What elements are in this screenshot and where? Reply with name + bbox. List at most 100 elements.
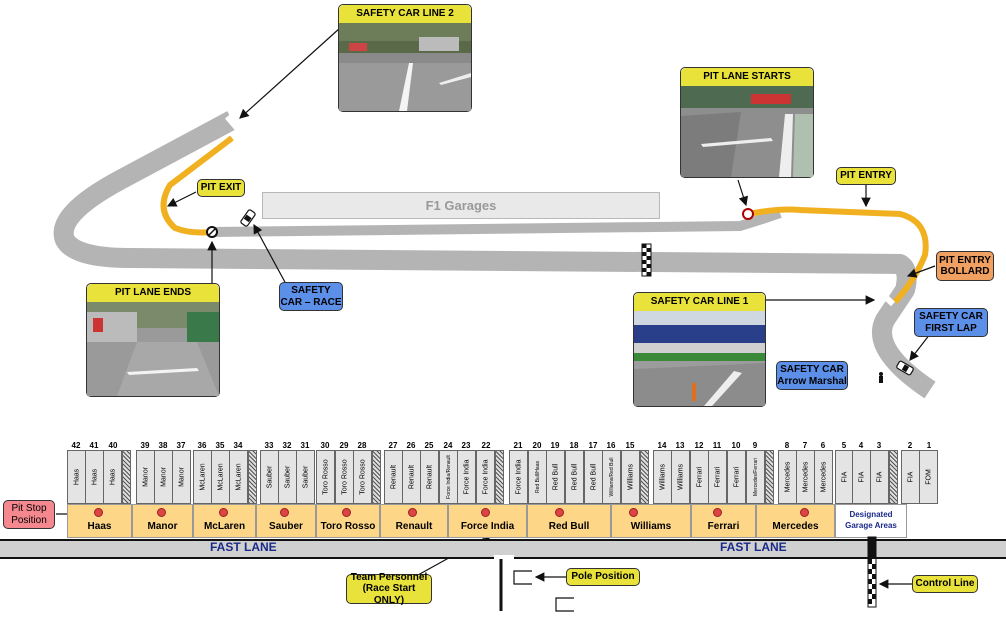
garage-number: 37 <box>176 441 186 450</box>
safety-car-line-1-marker <box>877 289 896 307</box>
team-name: Force India <box>460 521 515 532</box>
pit-stop-position-callout: Pit Stop Position <box>3 500 55 529</box>
garage-number: 33 <box>264 441 274 450</box>
garage-cell: Williams/Red Bull <box>602 450 621 504</box>
safety-car-line-2-photo <box>339 23 471 111</box>
team-name: Manor <box>147 521 178 532</box>
garage-cell: Renault <box>420 450 439 504</box>
team-mclaren: McLaren <box>193 504 256 538</box>
garage-number: 2 <box>907 441 913 450</box>
garage-number: 8 <box>784 441 790 450</box>
garage-number: 6 <box>820 441 826 450</box>
finish-line-checker <box>641 243 652 277</box>
garage-divider <box>640 450 649 504</box>
team-force-india: Force India <box>448 504 527 538</box>
garage-number: 7 <box>802 441 808 450</box>
garage-number: 24 <box>443 441 453 450</box>
garage-cell: Force India <box>509 450 528 504</box>
pit-lane-ends-card: PIT LANE ENDS <box>86 283 220 397</box>
garage-number: 39 <box>140 441 150 450</box>
pole-position-box <box>513 570 532 585</box>
team-name: Toro Rosso <box>320 521 376 532</box>
garage-cell: Williams <box>621 450 640 504</box>
garage-number: 30 <box>320 441 330 450</box>
pit-stop-dot <box>555 508 564 517</box>
garage-number: 29 <box>339 441 349 450</box>
safety-car-arrow-marshal-callout: SAFETY CAR Arrow Marshal <box>776 361 848 390</box>
pit-stop-dot <box>408 508 417 517</box>
garage-cell: Ferrari <box>708 450 727 504</box>
garage-cell: Toro Rosso <box>353 450 372 504</box>
garage-number: 42 <box>71 441 81 450</box>
garage-number: 13 <box>675 441 685 450</box>
garage-number: 22 <box>481 441 491 450</box>
pit-stop-dot <box>157 508 166 517</box>
garage-number: 5 <box>841 441 847 450</box>
arrow-pit-exit <box>166 191 197 207</box>
garage-number: 26 <box>406 441 416 450</box>
pit-stop-dot <box>800 508 809 517</box>
garage-number: 27 <box>388 441 398 450</box>
team-toro-rosso: Toro Rosso <box>316 504 380 538</box>
team-mercedes: Mercedes <box>756 504 835 538</box>
pit-stop-dot <box>629 508 638 517</box>
garage-number: 12 <box>694 441 704 450</box>
arrow-pit-entry-bollard <box>906 265 936 278</box>
control-line-checker <box>867 536 877 608</box>
team-sauber: Sauber <box>256 504 316 538</box>
team-red-bull: Red Bull <box>527 504 611 538</box>
garage-number: 3 <box>876 441 882 450</box>
garage-number: 18 <box>569 441 579 450</box>
garage-number: 21 <box>513 441 523 450</box>
garage-cell: Ferrari <box>727 450 746 504</box>
pit-lane-start-marker <box>742 208 754 220</box>
garage-cell: Toro Rosso <box>316 450 335 504</box>
garage-number: 32 <box>282 441 292 450</box>
safety-car-line-2-card: SAFETY CAR LINE 2 <box>338 4 472 112</box>
team-haas: Haas <box>67 504 132 538</box>
garage-divider <box>889 450 898 504</box>
garage-cell: Mercedes <box>814 450 833 504</box>
garage-number: 16 <box>606 441 616 450</box>
fast-lane-label-right: FAST LANE <box>720 540 787 554</box>
garage-divider <box>248 450 257 504</box>
team-name: Red Bull <box>548 521 590 532</box>
main-track <box>53 111 936 399</box>
garage-divider <box>372 450 381 504</box>
garage-cell: Mercedes/Ferrari <box>746 450 765 504</box>
garage-number: 36 <box>197 441 207 450</box>
team-name: Renault <box>395 521 433 532</box>
garage-number: 28 <box>357 441 367 450</box>
marshal-icon <box>879 372 883 383</box>
pit-exit-callout: PIT EXIT <box>197 179 245 197</box>
garage-divider <box>765 450 774 504</box>
pit-lane-ends-photo <box>87 302 219 396</box>
team-name: Ferrari <box>707 521 740 532</box>
garage-number: 10 <box>731 441 741 450</box>
garage-number: 23 <box>461 441 471 450</box>
garage-number: 11 <box>712 441 722 450</box>
safety-car-first-lap-callout: SAFETY CAR FIRST LAP <box>914 308 988 337</box>
garage-cell: FIA <box>870 450 889 504</box>
pit-entry-lane <box>747 206 929 305</box>
garage-number: 1 <box>926 441 932 450</box>
garage-cell: Sauber <box>296 450 315 504</box>
garage-number: 25 <box>424 441 434 450</box>
grid-slot-2 <box>555 597 574 612</box>
team-name: Haas <box>87 521 112 532</box>
pit-exit-lane <box>160 135 234 236</box>
garage-divider <box>122 450 131 504</box>
garage-cell: Force India <box>457 450 476 504</box>
garage-cell: Red Bull <box>565 450 584 504</box>
team-renault: Renault <box>380 504 448 538</box>
garage-number: 34 <box>233 441 243 450</box>
garage-cell: McLaren <box>229 450 248 504</box>
garage-number: 20 <box>532 441 542 450</box>
garage-number: 41 <box>89 441 99 450</box>
arrow-safety-car-race <box>253 223 287 285</box>
arrow-safety-car-first-lap <box>909 333 931 361</box>
garage-cell: Williams <box>671 450 690 504</box>
safety-car-line-1-card: SAFETY CAR LINE 1 <box>633 292 766 407</box>
f1-garages-label: F1 Garages <box>262 192 660 219</box>
